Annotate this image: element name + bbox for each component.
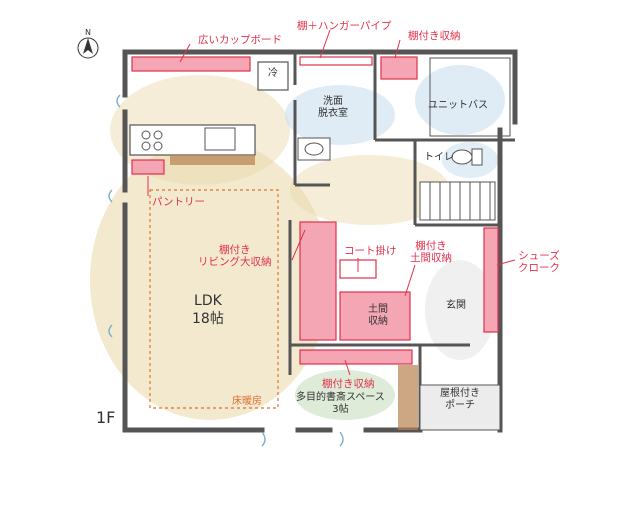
label-shelf-storage-top: 棚付き収納 [408,30,461,42]
floor-heating-zone [149,189,279,409]
room-study-line1: 多目的書斎スペース [296,392,385,403]
top-shelf-storage [380,56,418,80]
room-porch-line1: 屋根付き [440,388,480,399]
label-shelf-hanger: 棚＋ハンガーパイプ [297,20,392,32]
unit-bath-icon [429,57,511,137]
shoes-storage [483,227,499,333]
fridge-box [257,61,289,91]
stove-icon [141,130,163,151]
room-ldk: LDK 18帖 [192,292,224,328]
storage-blocks [131,56,499,365]
pantry-storage [131,159,165,175]
room-ldk-size: 18帖 [192,311,224,327]
label-shoes-cloak-line2: クローク [518,262,560,274]
room-porch: 屋根付き ポーチ [440,388,480,412]
room-washroom-line1: 洗面 [323,96,343,107]
kitchen [129,61,289,165]
compass-letter: N [85,28,91,37]
floor-label: 1F [96,408,116,427]
doors [108,94,344,447]
washbasin-icon [297,137,331,161]
room-toilet: トイレ [424,152,454,163]
label-living-storage-line1: 棚付き [219,244,251,256]
compass-icon [77,37,99,59]
label-coat-hook: コート掛け [344,245,397,257]
room-genkan: 玄関 [446,300,466,311]
leader-lines [147,29,516,376]
toilet-icon [451,148,483,166]
label-doma-shelf-line1: 棚付き [415,240,447,252]
cupboard-storage [131,56,251,72]
label-floor-heating: 床暖房 [232,396,262,407]
label-living-storage-line2: リビング大収納 [198,256,272,268]
label-wide-cupboard: 広いカップボード [198,34,282,46]
label-doma-shelf-line2: 土間収納 [410,252,452,264]
study-storage [299,349,413,365]
label-shoes-cloak-line1: シューズ [518,250,560,262]
stairs [419,181,496,221]
label-shoes-cloak: シューズ クローク [518,250,560,274]
sink-icon [204,127,236,151]
living-storage [299,221,337,341]
porch-area [419,384,501,431]
porch-wood [398,365,418,430]
room-washroom: 洗面 脱衣室 [318,96,348,120]
room-unit-bath: ユニットバス [428,100,488,111]
room-study-line2: 3帖 [332,404,349,415]
room-doma-storage-line2: 収納 [368,316,388,327]
doma-storage [339,291,411,341]
room-washroom-line2: 脱衣室 [318,108,348,119]
shelf-hanger-storage [299,56,373,66]
fridge-label: 冷 [268,68,278,79]
label-pantry: パントリー [152,196,206,208]
label-doma-shelf: 棚付き 土間収納 [410,240,452,264]
room-study: 多目的書斎スペース 3帖 [296,392,385,416]
label-study-shelf: 棚付き収納 [322,378,375,390]
room-ldk-name: LDK [194,293,222,309]
room-doma-storage: 土間 収納 [368,304,388,328]
interior-walls [288,52,515,430]
room-porch-line2: ポーチ [445,400,475,411]
label-living-storage: 棚付き リビング大収納 [198,244,272,268]
room-doma-storage-line1: 土間 [368,304,388,315]
